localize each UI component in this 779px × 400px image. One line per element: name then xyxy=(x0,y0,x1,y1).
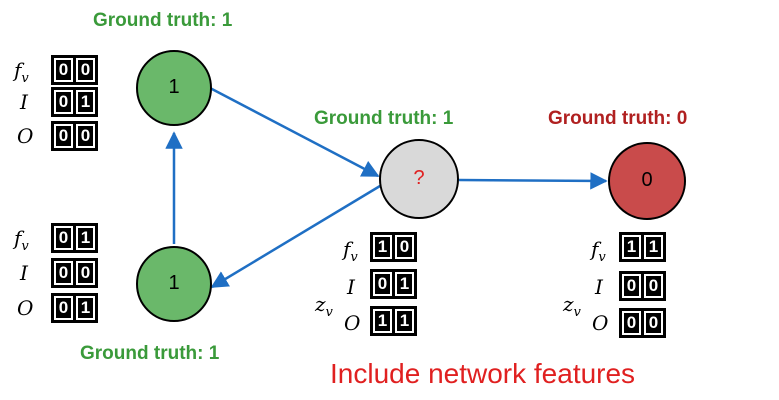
zv-label-right: zv xyxy=(563,292,581,320)
bit: 1 xyxy=(622,235,641,259)
ground-truth-middle: Ground truth: 1 xyxy=(314,108,454,129)
o-label-top-left: O xyxy=(17,124,34,148)
bit: 0 xyxy=(54,58,73,82)
fv-label-top-left: fv xyxy=(14,58,29,86)
bit: 0 xyxy=(76,261,95,285)
o-bits-bottom-left: 0 1 xyxy=(51,293,98,323)
bit: 0 xyxy=(54,124,73,148)
bit: 1 xyxy=(373,309,392,333)
bit: 0 xyxy=(54,261,73,285)
node-right-label: 0 xyxy=(641,169,653,191)
bit: 1 xyxy=(395,309,414,333)
o-bits-right: 0 0 xyxy=(619,308,666,338)
bit: 0 xyxy=(76,124,95,148)
o-label-middle: O xyxy=(344,311,361,335)
node-middle xyxy=(379,139,459,219)
i-bits-top-left: 0 1 xyxy=(51,87,98,117)
bit: 0 xyxy=(54,90,73,114)
i-label-right: I xyxy=(595,275,603,299)
edge-middle-to-bottomleft xyxy=(210,184,381,289)
bit: 0 xyxy=(54,226,73,250)
bit: 1 xyxy=(76,90,95,114)
bit: 1 xyxy=(76,226,95,250)
node-top-left-label: 1 xyxy=(168,76,180,98)
zv-label-middle: zv xyxy=(315,292,333,320)
fv-bits-bottom-left: 0 1 xyxy=(51,223,98,253)
ground-truth-top-left: Ground truth: 1 xyxy=(93,10,233,31)
i-bits-middle: 0 1 xyxy=(370,269,417,299)
o-label-bottom-left: O xyxy=(17,296,34,320)
bit: 1 xyxy=(644,235,663,259)
o-bits-top-left: 0 0 xyxy=(51,121,98,151)
bit: 0 xyxy=(395,235,414,259)
fv-label-bottom-left: fv xyxy=(14,226,29,254)
caption: Include network features xyxy=(330,358,636,389)
i-label-middle: I xyxy=(347,275,355,299)
bit: 0 xyxy=(76,58,95,82)
bit: 0 xyxy=(644,274,663,298)
fv-label-middle: fv xyxy=(343,237,358,265)
fv-label-right: fv xyxy=(591,237,606,265)
bit: 1 xyxy=(395,272,414,296)
i-bits-bottom-left: 0 0 xyxy=(51,258,98,288)
edge-middle-to-right xyxy=(458,172,608,190)
fv-bits-middle: 1 0 xyxy=(370,232,417,262)
ground-truth-bottom-left: Ground truth: 1 xyxy=(80,343,220,364)
bit: 0 xyxy=(622,274,641,298)
bit: 1 xyxy=(373,235,392,259)
bit: 0 xyxy=(54,296,73,320)
i-label-bottom-left: I xyxy=(20,261,28,285)
edge-topleft-to-middle xyxy=(209,86,380,178)
i-bits-right: 0 0 xyxy=(619,271,666,301)
o-label-right: O xyxy=(592,311,609,335)
ground-truth-right: Ground truth: 0 xyxy=(548,108,688,129)
i-label-top-left: I xyxy=(20,90,28,114)
fv-bits-right: 1 1 xyxy=(619,232,666,262)
fv-bits-top-left: 0 0 xyxy=(51,55,98,85)
o-bits-middle: 1 1 xyxy=(370,306,417,336)
bit: 0 xyxy=(644,311,663,335)
bit: 1 xyxy=(76,296,95,320)
node-middle-label: ? xyxy=(413,167,425,189)
node-bottom-left xyxy=(136,246,212,322)
bit: 0 xyxy=(373,272,392,296)
node-bottom-left-label: 1 xyxy=(168,272,180,294)
node-right xyxy=(608,142,686,220)
bit: 0 xyxy=(622,311,641,335)
node-top-left xyxy=(136,50,212,126)
